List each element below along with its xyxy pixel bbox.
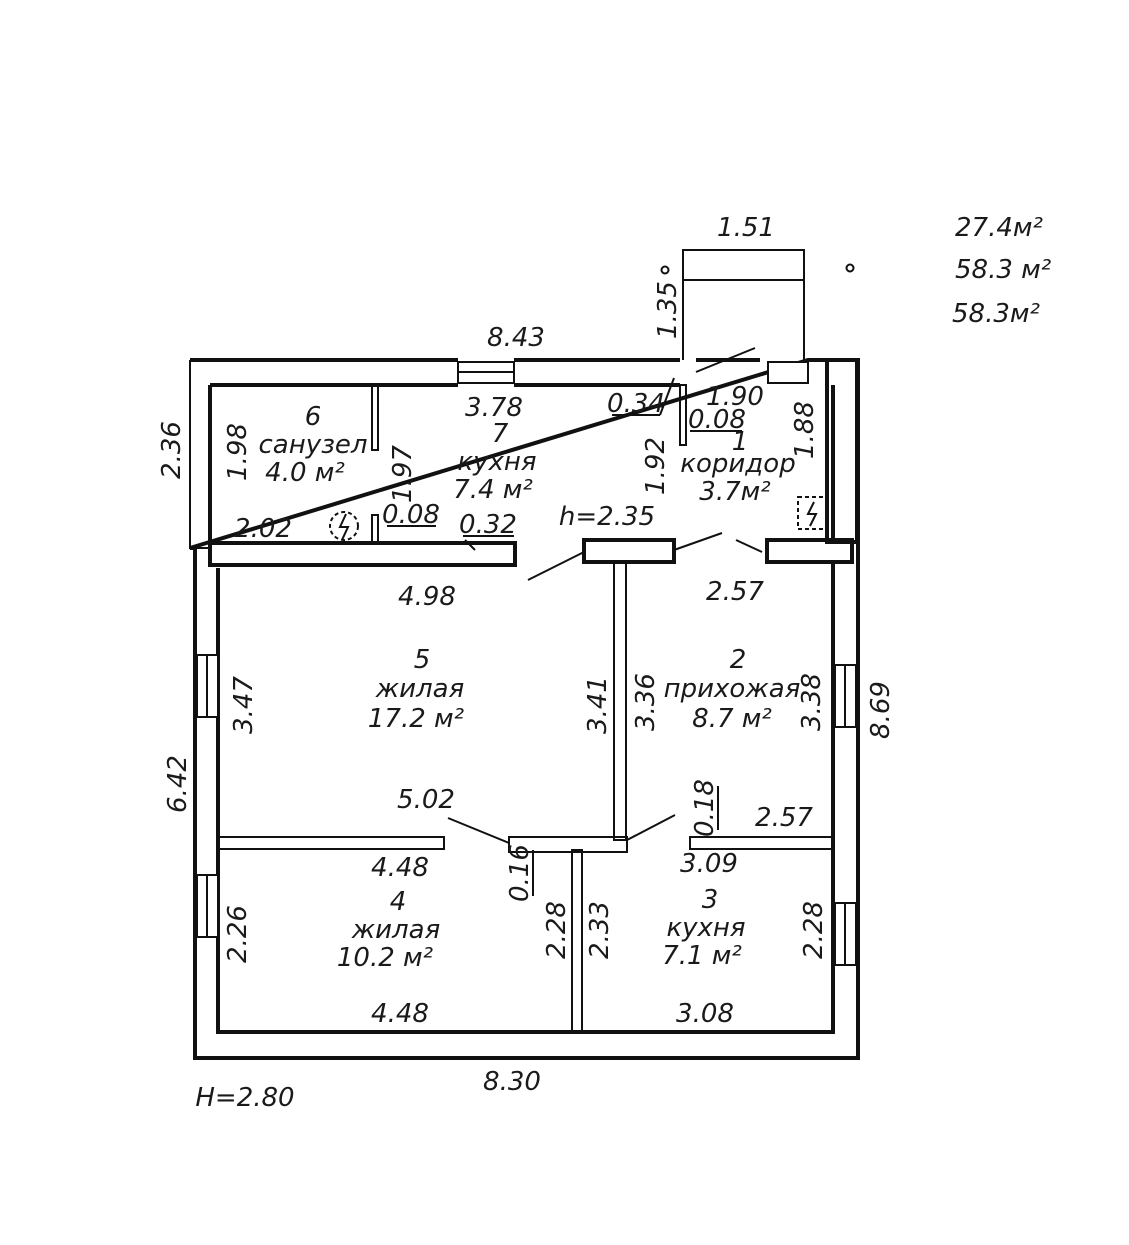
- partition-door-stub: [508, 836, 628, 853]
- dim-room2-left: 3.36: [631, 673, 661, 731]
- ceiling-secondary: h=2.35: [559, 502, 655, 532]
- dim-corridor-height-left: 1.92: [641, 437, 671, 495]
- room-7-area: 7.4 м²: [453, 475, 533, 505]
- partition-room5-room2: [613, 561, 627, 841]
- dim-corridor-height-right: 1.88: [790, 401, 820, 459]
- room-6-area: 4.0 м²: [265, 458, 345, 488]
- porch: [682, 249, 805, 360]
- door-swing-room2: [735, 539, 763, 553]
- dim-room5-top: 4.98: [398, 582, 456, 612]
- electric-meter-icon: [329, 511, 359, 541]
- partition-stub-right: [765, 538, 854, 564]
- room-4-area: 10.2 м²: [337, 943, 433, 973]
- door-swing-corridor: [673, 532, 723, 551]
- room-6-name: санузел: [258, 430, 367, 460]
- dim-room2-top: 2.57: [706, 577, 764, 607]
- dim-room5-bottom: 5.02: [397, 785, 455, 815]
- dim-kitchen7-height: 1.97: [388, 445, 418, 503]
- room-5-name: жилая: [375, 674, 465, 704]
- room-5-area: 17.2 м²: [368, 704, 464, 734]
- room-2-name: прихожая: [664, 674, 801, 704]
- partition-bath-kitchen-low: [371, 514, 379, 544]
- exterior-wall-inner: [208, 383, 835, 1034]
- room-3-name: кухня: [666, 913, 745, 943]
- room-5-number: 5: [414, 645, 431, 675]
- electric-panel-icon: [797, 496, 827, 530]
- dim-room3-bottom: 3.08: [676, 999, 734, 1029]
- room-3-area: 7.1 м²: [662, 941, 742, 971]
- underline-034-slash: [659, 377, 675, 416]
- door-swing-room3: [626, 814, 676, 841]
- partition-top-row: [208, 541, 517, 567]
- dim-left-lower: 6.42: [163, 755, 193, 813]
- door-swing-room5: [527, 551, 585, 581]
- dim-room4-left: 2.26: [223, 905, 253, 963]
- dim-room4-top: 4.48: [371, 853, 429, 883]
- dim-wall-018: 0.18: [690, 779, 720, 837]
- total-area-1: 27.4м²: [955, 213, 1043, 243]
- room-3-number: 3: [702, 885, 719, 915]
- room-6-number: 6: [305, 402, 322, 432]
- exterior-wall-outer: [189, 358, 860, 1060]
- room-2-number: 2: [730, 645, 747, 675]
- partition-corridor-right: [825, 358, 859, 544]
- dim-room3-left: 2.33: [585, 901, 615, 959]
- partition-room5-room4: [217, 836, 445, 850]
- dim-bath-height: 1.98: [223, 423, 253, 481]
- dim-top-wall: 8.43: [487, 323, 545, 353]
- room-4-name: жилая: [351, 915, 441, 945]
- area-totals: 27.4м² 58.3 м² 58.3м²: [952, 213, 1051, 329]
- dimensions-vertical: 1.35 2.36 1.98 1.97 1.92 1.88 3.47 3.41 …: [157, 281, 896, 963]
- ceiling-main: H=2.80: [195, 1083, 294, 1113]
- dim-room5-right: 3.41: [583, 676, 613, 734]
- dim-wall-016: 0.16: [505, 844, 535, 902]
- partition-room2-room3: [689, 836, 834, 850]
- dim-porch-depth: 1.35: [653, 281, 683, 339]
- porch-marker-left-icon: [660, 265, 670, 275]
- room-1-name: коридор: [680, 449, 795, 479]
- dim-right-wall: 8.69: [866, 681, 896, 739]
- room-7-name: кухня: [457, 447, 536, 477]
- partition-corridor: [679, 384, 687, 446]
- walls: [189, 249, 860, 1060]
- dim-bath-width: 2.02: [234, 514, 292, 544]
- door-swing-kitchen7: [464, 539, 476, 551]
- dim-porch-width: 1.51: [717, 213, 775, 243]
- room-7-number: 7: [492, 419, 509, 449]
- room-1-area: 3.7м²: [699, 477, 770, 507]
- dimensions-horizontal: 1.51 8.43 3.78 1.90 0.34 0.08 2.02 0.08 …: [195, 213, 813, 1113]
- total-area-3: 58.3м²: [952, 299, 1040, 329]
- porch-marker-right-icon: [845, 263, 855, 273]
- total-area-2: 58.3 м²: [955, 255, 1051, 285]
- dim-room3-right: 2.28: [799, 901, 829, 959]
- dim-left-upper: 2.36: [157, 421, 187, 479]
- partition-bath-kitchen: [371, 384, 379, 451]
- dim-room3-top: 3.09: [680, 849, 738, 879]
- dim-bottom-wall: 8.30: [483, 1067, 541, 1097]
- room-1-number: 1: [732, 427, 749, 457]
- dim-corridor-width: 1.90: [706, 382, 764, 412]
- door-swing-entry: [695, 347, 756, 373]
- dim-room4-right: 2.28: [542, 901, 572, 959]
- dim-room2-bottom: 2.57: [755, 803, 813, 833]
- partition-room4-room3: [571, 849, 583, 1033]
- dim-kitchen7-width: 3.78: [465, 393, 523, 423]
- door-swing-room4: [447, 817, 510, 844]
- room-2-area: 8.7 м²: [692, 704, 772, 734]
- top-wall-close: [189, 360, 210, 549]
- room-labels: 6 санузел 4.0 м² 7 кухня 7.4 м² 1 коридо…: [258, 402, 800, 973]
- room-4-number: 4: [390, 887, 407, 917]
- window-corridor: [767, 361, 809, 384]
- dim-room2-right: 3.38: [797, 673, 827, 731]
- dim-room5-left: 3.47: [229, 676, 259, 734]
- dim-room4-bottom: 4.48: [371, 999, 429, 1029]
- partition-stub-center: [582, 538, 676, 564]
